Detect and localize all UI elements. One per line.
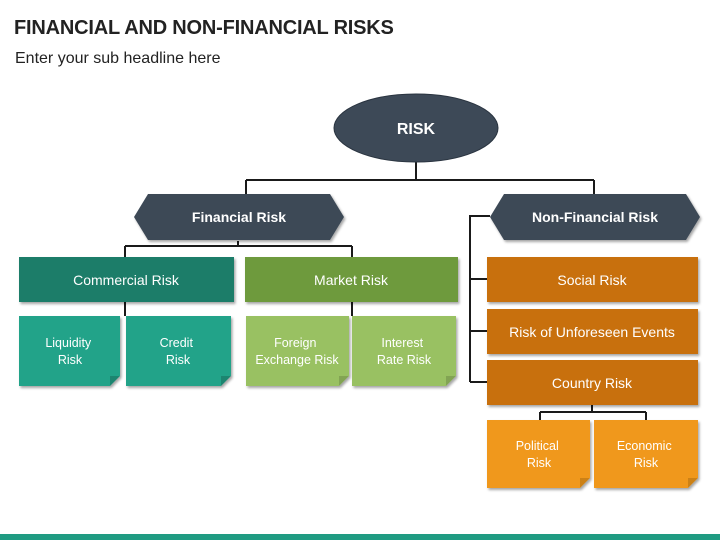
- political-risk-line1: Political: [516, 439, 559, 453]
- connector-nonfinancial-to-items: [469, 215, 490, 383]
- economic-risk-line1: Economic: [617, 439, 672, 453]
- risk-root-node: RISK: [333, 93, 499, 163]
- social-risk-label: Social Risk: [557, 272, 627, 288]
- non-financial-risk-node: [490, 194, 700, 240]
- economic-risk-line2: Risk: [634, 456, 659, 470]
- unforeseen-events-risk-box: [487, 309, 698, 354]
- interest-rate-risk-line2: Rate Risk: [377, 353, 432, 367]
- foreign-exchange-risk-note: [246, 316, 349, 386]
- liquidity-risk-note: [19, 316, 120, 386]
- connector-country-to-leaves: [539, 405, 647, 420]
- svg-text:Economic Risk: Economic Risk: [617, 439, 675, 470]
- non-financial-risk-shape: [490, 194, 700, 240]
- country-risk-box: [487, 360, 698, 405]
- risk-root-label: RISK: [397, 121, 436, 138]
- svg-text:Credit Risk: Credit Risk: [160, 336, 197, 367]
- political-risk-note: [487, 420, 590, 488]
- interest-rate-risk-line1: Interest: [381, 336, 423, 350]
- credit-risk-note: [126, 316, 231, 386]
- liquidity-risk-line1: Liquidity: [45, 336, 92, 350]
- market-risk-label: Market Risk: [314, 272, 389, 288]
- financial-risk-shape: [134, 194, 344, 240]
- country-risk-label: Country Risk: [552, 375, 633, 391]
- economic-risk-note: [594, 420, 698, 488]
- commercial-risk-box: [19, 257, 234, 302]
- financial-risk-node: [134, 194, 344, 240]
- interest-rate-risk-note: [352, 316, 456, 386]
- page-title: FINANCIAL AND NON-FINANCIAL RISKS: [14, 17, 394, 39]
- political-risk-line2: Risk: [527, 456, 552, 470]
- non-financial-risk-label: Non-Financial Risk: [532, 209, 658, 225]
- connector-financial-to-subgroups: [124, 241, 353, 257]
- footer-accent-bar: [0, 534, 720, 540]
- svg-text:Interest Rate Risk: Interest Rate Risk: [377, 336, 432, 367]
- unforeseen-events-risk-label: Risk of Unforeseen Events: [509, 324, 675, 340]
- market-risk-box: [245, 257, 458, 302]
- svg-text:Political Risk: Political Risk: [516, 439, 563, 470]
- connector-root-to-branches: [245, 162, 595, 194]
- liquidity-risk-line2: Risk: [58, 353, 83, 367]
- financial-risk-label: Financial Risk: [192, 209, 286, 225]
- svg-text:Foreign Exchange Risk: Foreign Exchange Risk: [255, 336, 339, 367]
- connector-lines: [124, 162, 647, 420]
- commercial-risk-label: Commercial Risk: [73, 272, 180, 288]
- page-subtitle: Enter your sub headline here: [15, 50, 221, 67]
- credit-risk-line2: Risk: [166, 353, 191, 367]
- svg-text:Liquidity Risk: Liquidity Risk: [45, 336, 94, 367]
- social-risk-box: [487, 257, 698, 302]
- risk-root-shape: [333, 93, 499, 163]
- foreign-exchange-risk-line2: Exchange Risk: [255, 353, 339, 367]
- credit-risk-line1: Credit: [160, 336, 194, 350]
- foreign-exchange-risk-line1: Foreign: [274, 336, 316, 350]
